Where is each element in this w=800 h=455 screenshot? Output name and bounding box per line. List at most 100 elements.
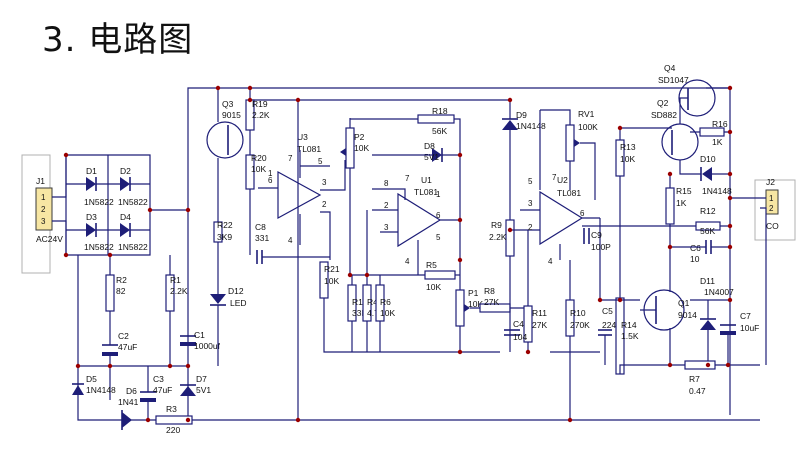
d3-ref: D3: [86, 212, 97, 222]
u1-pin1: 1: [436, 190, 441, 199]
u3-pin5: 5: [318, 157, 323, 166]
r21-ref: R21: [324, 264, 340, 274]
capacitor-c1: C1 1000uf: [180, 330, 221, 351]
j2-value: CO: [766, 221, 779, 231]
r12-value: 56K: [700, 226, 715, 236]
u2-pin4: 4: [548, 257, 553, 266]
d7-ref: D7: [196, 374, 207, 384]
r11-value: 27K: [532, 320, 547, 330]
d10-value: 1N4148: [702, 186, 732, 196]
d10-ref: D10: [700, 154, 716, 164]
r8-value: 27K: [484, 297, 499, 307]
r19-value: 2.2K: [252, 110, 270, 120]
r10-value: 270K: [570, 320, 590, 330]
connector-j2: J2 1 2 CO: [754, 177, 796, 241]
transistor-q4: Q4 SD1047: [658, 63, 716, 117]
r11-ref: R11: [532, 308, 547, 318]
r6-value: 10K: [380, 308, 395, 318]
u2-pin7: 7: [552, 173, 557, 182]
d5-value: 1N4148: [86, 385, 116, 395]
r16-value: 1K: [712, 137, 723, 147]
resistor-r1: R1 2.2K: [165, 274, 188, 312]
u2-pin2: 2: [528, 223, 533, 232]
r7-value: 0.47: [689, 386, 706, 396]
rv1-ref: RV1: [578, 109, 595, 119]
r16-ref: R16: [712, 119, 728, 129]
diode-d6: D6 1N41: [118, 386, 139, 430]
resistor-r20: R20 10K: [245, 153, 267, 190]
r18-ref: R18: [432, 106, 448, 116]
capacitor-c3: C3 47uF: [140, 374, 172, 402]
c2-value: 47uF: [118, 342, 137, 352]
u1-pin3: 3: [384, 223, 389, 232]
r13-value: 10K: [620, 154, 635, 164]
p1-value: 10K: [468, 299, 483, 309]
c3-value: 47uF: [153, 385, 172, 395]
c3-ref: C3: [153, 374, 164, 384]
r20-ref: R20: [251, 153, 267, 163]
c8-value: 331: [255, 233, 269, 243]
resistor-r6: R6 10K: [375, 284, 395, 322]
r2-ref: R2: [116, 275, 127, 285]
c9-ref: C9: [591, 230, 602, 240]
resistor-r16: R16 1K: [699, 119, 728, 147]
j1-ref: J1: [36, 176, 45, 186]
resistor-r5: R5 10K: [424, 260, 456, 292]
u1-pin2: 2: [384, 201, 389, 210]
r3-ref: R3: [166, 404, 177, 414]
j1-pin1: 1: [41, 193, 46, 202]
q1-value: 9014: [678, 310, 697, 320]
r15-value: 1K: [676, 198, 687, 208]
capacitor-c9: C9 100P: [583, 228, 611, 252]
capacitor-c4: C4 104: [504, 319, 527, 342]
p2-value: 10K: [354, 143, 369, 153]
j2-ref: J2: [766, 177, 775, 187]
resistor-r3: R3 220: [155, 404, 193, 435]
r1-value: 2.2K: [170, 286, 188, 296]
p1-ref: P1: [468, 288, 479, 298]
resistor-r15: R15 1K: [665, 186, 692, 225]
d6-ref: D6: [126, 386, 137, 396]
resistor-r18: R18 56K: [417, 106, 455, 136]
c8-ref: C8: [255, 222, 266, 232]
d9-ref: D9: [516, 110, 527, 120]
d8-ref: D8: [424, 141, 435, 151]
j1-pin2: 2: [41, 205, 46, 214]
d12-value: LED: [230, 298, 247, 308]
d9-value: 1N4148: [516, 121, 546, 131]
c4-ref: C4: [513, 319, 524, 329]
r3-value: 220: [166, 425, 180, 435]
diode-d11: D11 1N4007: [700, 276, 734, 330]
q2-ref: Q2: [657, 98, 669, 108]
q3-value: 9015: [222, 110, 241, 120]
j1-pin3: 3: [41, 217, 46, 226]
u1-pin6: 6: [436, 211, 441, 220]
u2-pin6: 6: [580, 209, 585, 218]
u3-value: TL081: [297, 144, 321, 154]
led-d12: D12 LED: [210, 286, 247, 308]
d7-value: 5V1: [196, 385, 211, 395]
capacitor-c7: C7 10uF: [720, 311, 759, 335]
capacitor-c8: C8 331: [255, 222, 269, 264]
bridge-rectifier: D1 1N5822 D2 1N5822 D3 1N5822 D4 1N5822: [65, 154, 151, 256]
r4-ref: R4: [367, 297, 378, 307]
d2-value: 1N5822: [118, 197, 148, 207]
u1-pin5: 5: [436, 233, 441, 242]
j2-pin1: 1: [769, 194, 774, 203]
d11-ref: D11: [700, 276, 715, 286]
u3-ref: U3: [297, 132, 308, 142]
opamp-u2: U2 TL081 5 7 3 2 4 6: [528, 173, 585, 266]
d6-value: 1N41: [118, 397, 139, 407]
u2-value: TL081: [557, 188, 581, 198]
p2-ref: P2: [354, 132, 365, 142]
r14-value: 1.5K: [621, 331, 639, 341]
capacitor-c6: C6 10: [690, 240, 712, 264]
c2-ref: C2: [118, 331, 129, 341]
j2-pin2: 2: [769, 204, 774, 213]
u3-pin7: 7: [288, 154, 293, 163]
diode-d5: D5 1N4148: [72, 374, 116, 395]
u1-ref: U1: [421, 175, 432, 185]
d12-ref: D12: [228, 286, 244, 296]
d11-value: 1N4007: [704, 287, 734, 297]
